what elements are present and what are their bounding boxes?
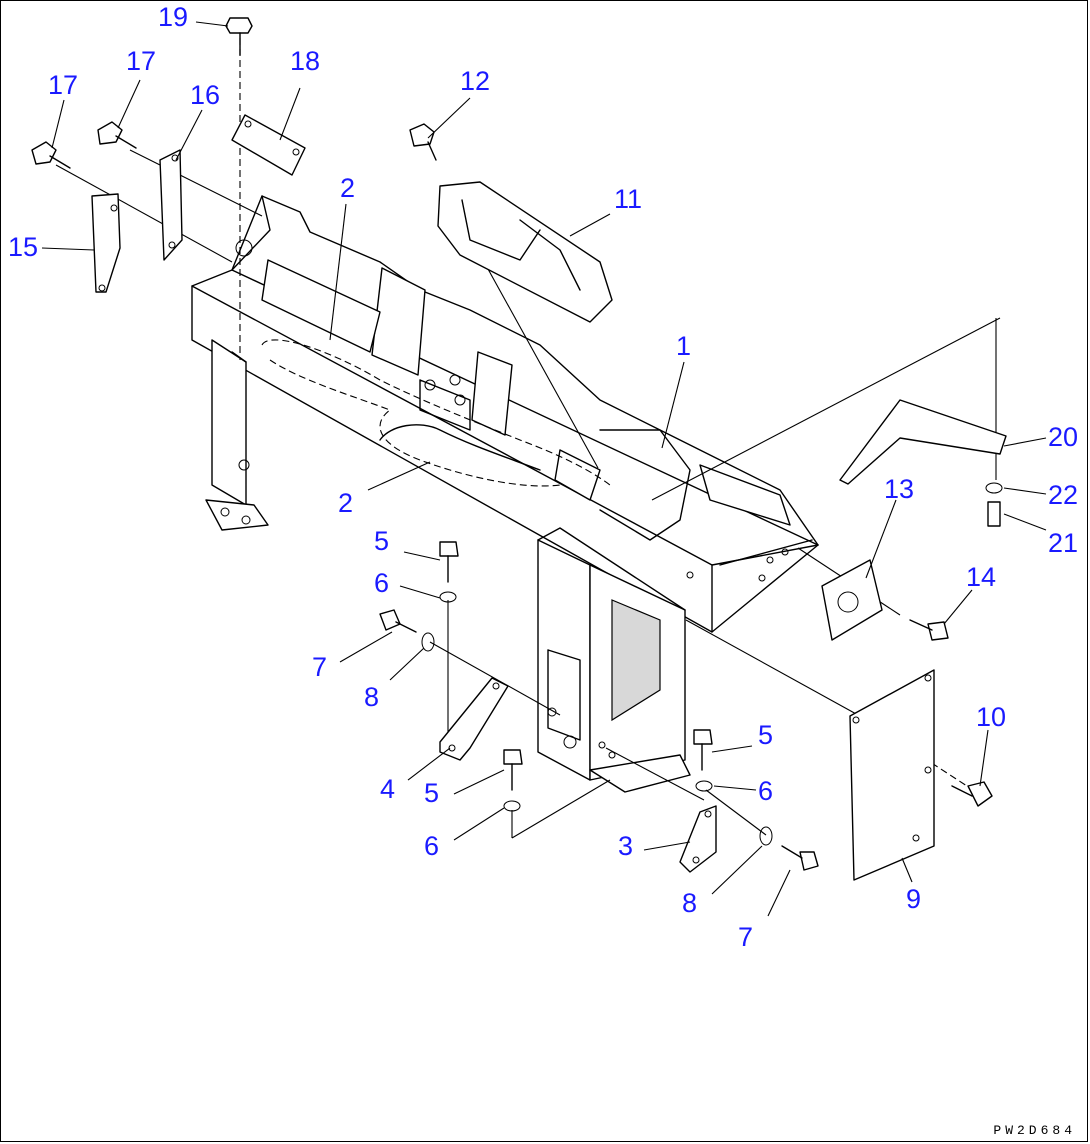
callout-4: 4 [380, 774, 395, 804]
left-leg [205, 339, 269, 531]
callout-6-upper: 6 [374, 568, 389, 598]
figure-code: PW2D684 [993, 1123, 1076, 1138]
callout-3: 3 [618, 831, 633, 861]
callout-5-lower: 5 [424, 778, 439, 808]
callout-14: 14 [966, 562, 996, 592]
bolt-12 [409, 123, 437, 161]
callout-6-right: 6 [758, 776, 773, 806]
callout-2-top: 2 [340, 173, 355, 203]
callout-18: 18 [290, 46, 320, 76]
part-15-plate [91, 193, 121, 293]
callout-12: 12 [460, 66, 490, 96]
washers-6 [439, 591, 713, 812]
part-16-plate [159, 149, 183, 261]
part-18-bracket [231, 114, 306, 176]
bolt-17-right [97, 121, 137, 149]
callout-16: 16 [190, 80, 220, 110]
callout-2-bottom: 2 [338, 488, 353, 518]
part-11-cover [437, 181, 613, 323]
callout-21: 21 [1048, 528, 1078, 558]
callout-17-left: 17 [48, 70, 78, 100]
part-13-plate [821, 559, 883, 641]
part-9-cover [849, 669, 935, 881]
callout-1: 1 [676, 331, 691, 361]
center-column [537, 527, 691, 793]
callout-6-lower: 6 [424, 831, 439, 861]
part-20-stay [839, 399, 1007, 485]
callout-5-right: 5 [758, 720, 773, 750]
callout-17-right: 17 [126, 46, 156, 76]
bracket-4 [439, 677, 509, 761]
bolt-19 [225, 17, 253, 56]
callout-13: 13 [884, 474, 914, 504]
callout-5-upper: 5 [374, 526, 389, 556]
callout-8-right: 8 [682, 888, 697, 918]
callout-19: 19 [158, 2, 188, 32]
callout-22: 22 [1048, 480, 1078, 510]
hose-part-2 [261, 339, 611, 487]
callout-8-left: 8 [364, 682, 379, 712]
bolt-10 [951, 781, 993, 807]
callout-9: 9 [906, 884, 921, 914]
callout-20: 20 [1048, 422, 1078, 452]
bolt-14 [909, 619, 949, 641]
bolt-17-left [31, 141, 71, 169]
callout-10: 10 [976, 702, 1006, 732]
bracket-3 [679, 805, 717, 873]
callout-7-left: 7 [312, 652, 327, 682]
callout-15: 15 [8, 232, 38, 262]
callout-7-right: 7 [738, 922, 753, 952]
bolt-21-washer-22 [985, 482, 1003, 527]
callout-leaders [41, 21, 1047, 917]
bolts-5 [439, 541, 713, 791]
callout-11: 11 [614, 184, 642, 214]
bolts-7 [379, 609, 819, 871]
washers-8 [421, 632, 773, 846]
callout-numbers: 1 2 2 3 4 5 5 5 6 6 6 7 7 8 8 9 10 11 12… [8, 2, 1078, 952]
main-frame [191, 195, 819, 633]
